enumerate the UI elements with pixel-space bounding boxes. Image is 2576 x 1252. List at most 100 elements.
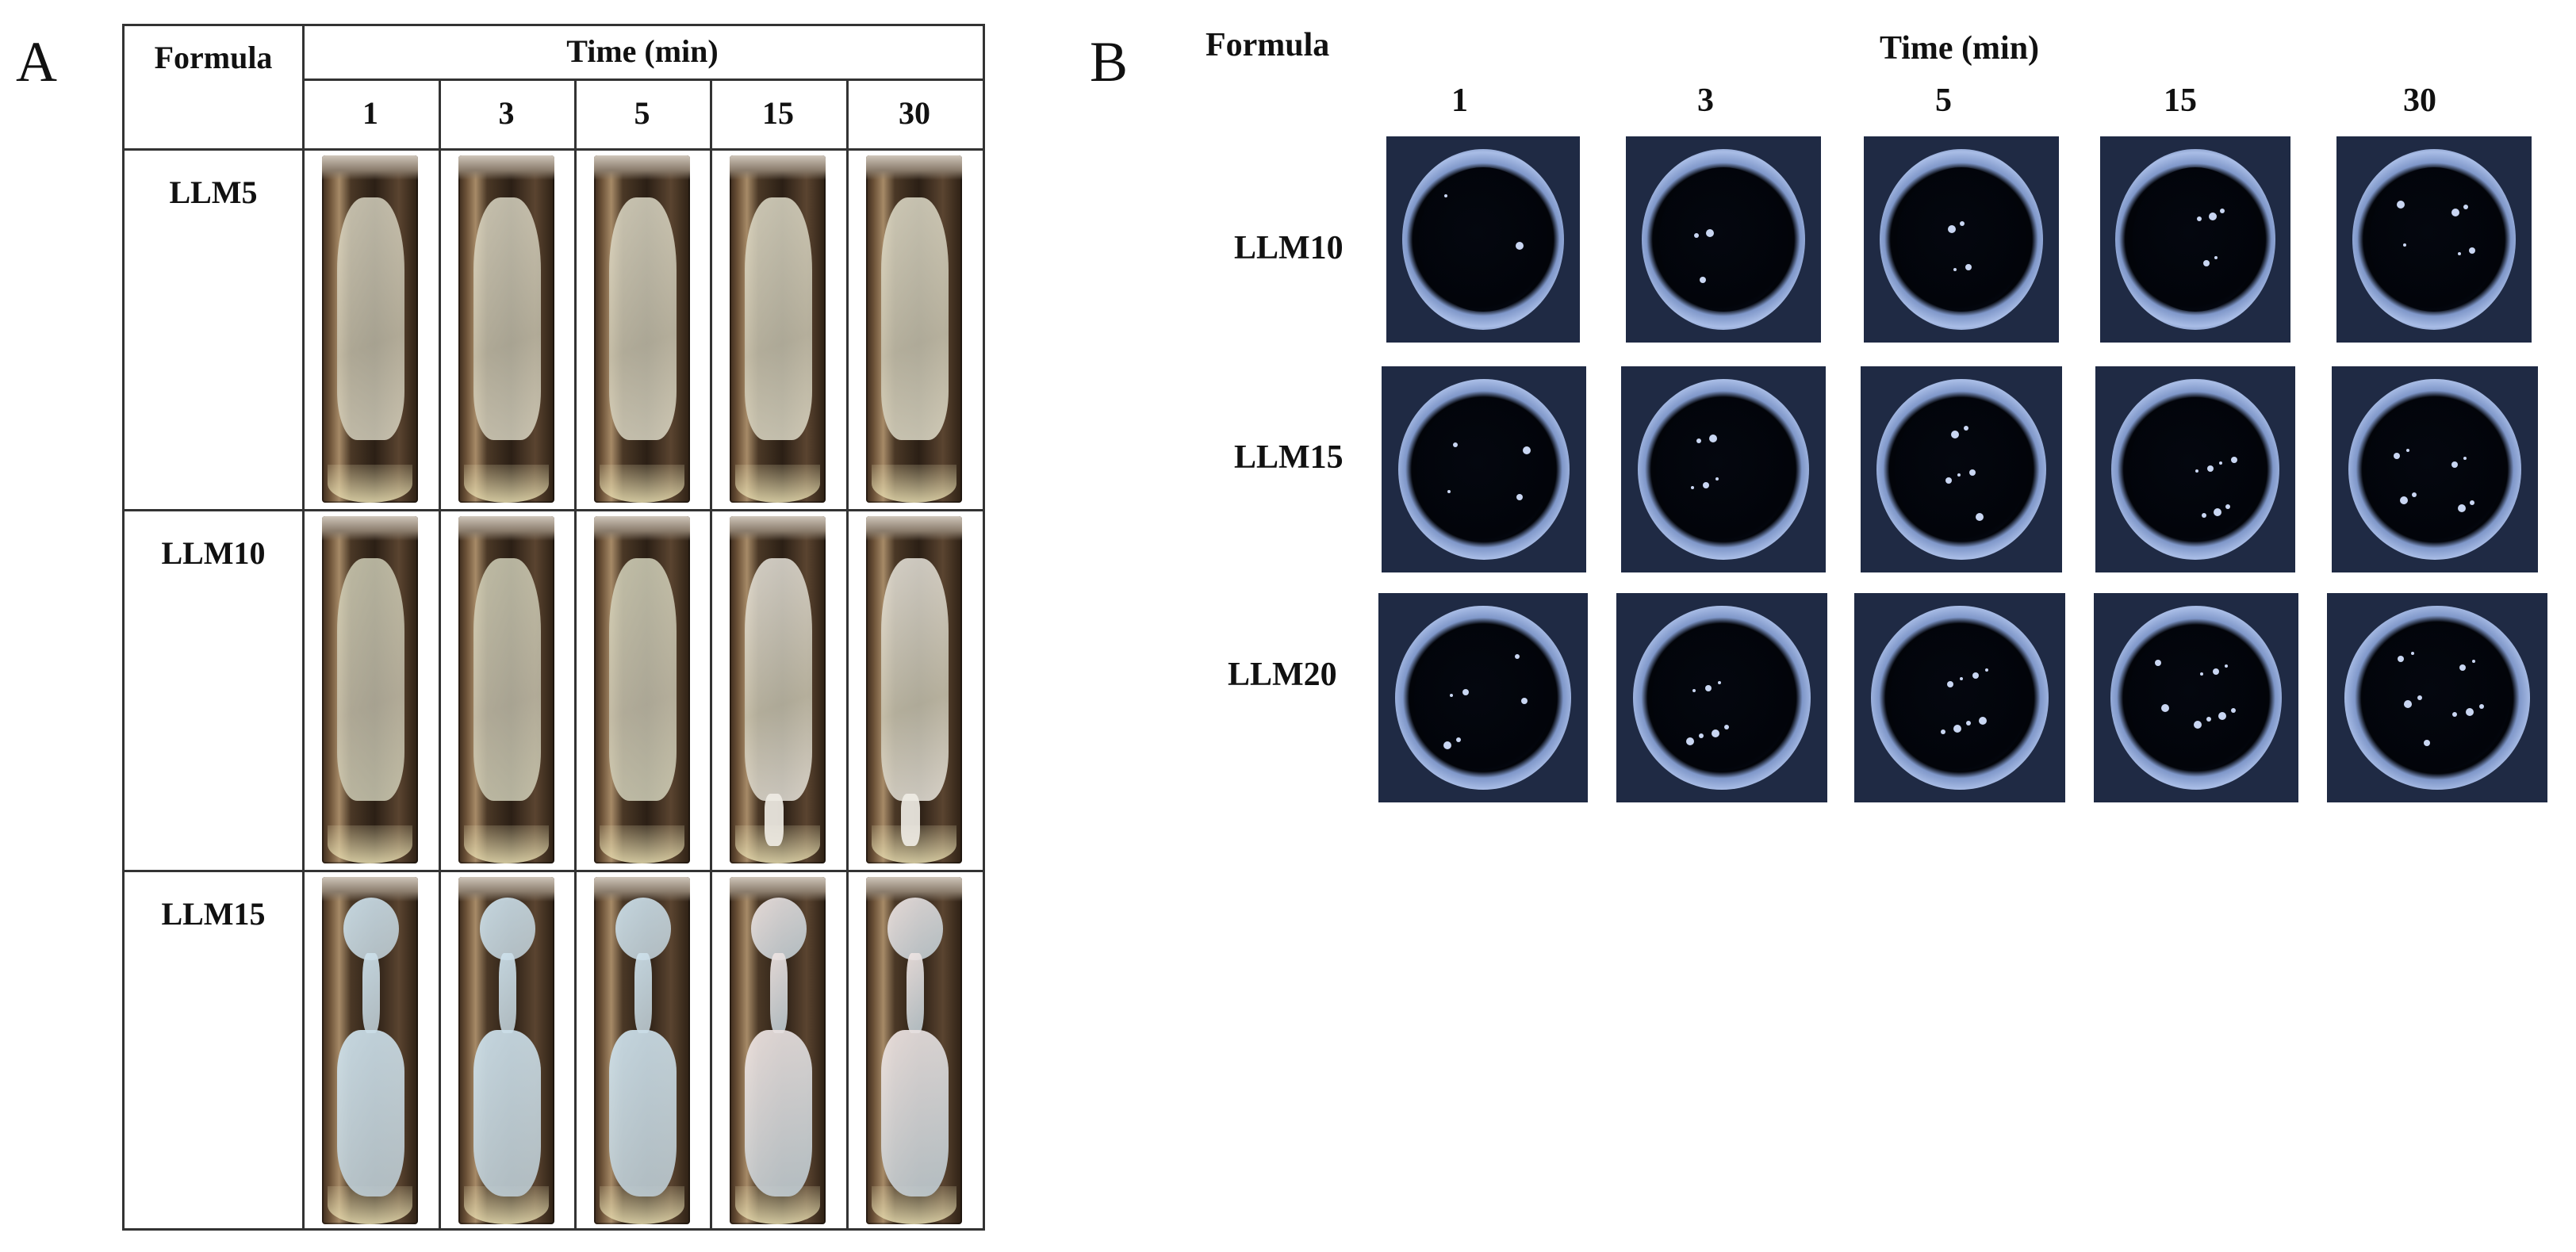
bubble-dot — [1447, 490, 1451, 493]
time-header: Time (min) — [566, 33, 719, 69]
film-upper — [750, 898, 807, 961]
bubble-dot — [2451, 461, 2458, 468]
grid-line — [125, 870, 983, 872]
film-lower — [881, 1029, 949, 1196]
bubble-dot — [1449, 693, 1453, 697]
bubble-dot — [1690, 485, 1694, 489]
bubble-dot — [2202, 260, 2210, 266]
tube-rim — [458, 877, 554, 902]
bubble-dot — [2212, 668, 2219, 676]
bubble-dot — [2459, 664, 2466, 671]
dish-center — [1652, 624, 1792, 771]
tube-photo — [458, 516, 554, 863]
bubble-dot — [1965, 721, 1971, 726]
tube-rim — [866, 877, 962, 902]
bubble-dot — [2472, 660, 2476, 664]
dish-center — [1890, 624, 2030, 771]
bubble-dot — [1700, 276, 1707, 283]
tube-rim — [594, 877, 690, 902]
bubble-dot — [1972, 672, 1979, 680]
bubble-dot — [2478, 703, 2484, 709]
grid-line — [439, 78, 441, 1228]
tube-photo — [730, 155, 826, 503]
tube-photo — [866, 155, 962, 503]
film-lower — [337, 1029, 405, 1196]
dish-photo — [2336, 136, 2532, 343]
bubble-dot — [1965, 264, 1972, 271]
tube-bottom — [464, 825, 549, 863]
dish-center — [1416, 397, 1552, 542]
bubble-dot — [2412, 492, 2417, 497]
dish-photo — [1854, 593, 2065, 802]
film — [745, 557, 813, 802]
dish-center — [1896, 167, 2026, 312]
panel-b-time-15: 15 — [2164, 82, 2197, 119]
bubble-dot — [1455, 737, 1461, 743]
bubble-dot — [2405, 449, 2409, 452]
time-col-5: 5 — [634, 95, 650, 131]
film — [881, 197, 949, 441]
panel-b-letter: B — [1090, 30, 1129, 94]
panel-b-time-30: 30 — [2403, 82, 2436, 119]
tube-photo — [866, 516, 962, 863]
tube-rim — [458, 516, 554, 541]
bubble-dot — [2218, 712, 2227, 721]
bubble-dot — [2197, 216, 2202, 222]
tube-photo — [458, 877, 554, 1224]
bubble-dot — [2213, 508, 2221, 517]
bubble-dot — [1959, 220, 1965, 226]
row-label-llm10: LLM10 — [161, 535, 266, 571]
bubble-dot — [1711, 729, 1719, 737]
bubble-dot — [2470, 500, 2475, 505]
grid-line — [302, 26, 305, 1228]
dish-photo — [1864, 136, 2059, 343]
grid-line — [710, 78, 712, 1228]
bubble-dot — [1941, 729, 1946, 734]
film-upper — [615, 898, 671, 961]
bubble-dot — [2451, 209, 2460, 216]
dish-center — [2132, 167, 2259, 312]
tube-photo — [730, 877, 826, 1224]
bubble-dot — [2206, 716, 2211, 722]
bubble-dot — [2155, 660, 2162, 667]
bubble-dot — [2194, 721, 2202, 729]
panel-a-letter: A — [16, 30, 57, 94]
bubble-dot — [2424, 739, 2431, 746]
dish-center — [1895, 397, 2028, 542]
time-col-15: 15 — [762, 95, 794, 131]
bubble-dot — [1984, 668, 1988, 672]
tube-photo — [322, 877, 418, 1224]
film — [337, 197, 405, 441]
bubble-dot — [1444, 193, 1448, 197]
bubble-dot — [2452, 712, 2458, 718]
dish-center — [1655, 397, 1792, 542]
tube-photo — [866, 877, 962, 1224]
bubble-dot — [1698, 733, 1704, 738]
bubble-dot — [1953, 268, 1957, 272]
dish-center — [1419, 167, 1547, 312]
bubble-dot — [2404, 699, 2413, 708]
bubble-dot — [2399, 496, 2408, 504]
tube-rim — [322, 877, 418, 902]
panel-a-table: Formula Time (min) 1 3 5 15 30 LLM5 LLM1… — [122, 24, 985, 1231]
bubble-dot — [1969, 469, 1976, 476]
panel-b-row-llm15: LLM15 — [1234, 439, 1344, 476]
film-upper — [887, 898, 943, 961]
film — [473, 557, 542, 802]
bubble-dot — [1462, 689, 1469, 696]
dish-photo — [1621, 366, 1826, 572]
bubble-dot — [2219, 461, 2223, 465]
dish-photo — [2332, 366, 2538, 572]
tube-photo — [322, 155, 418, 503]
bubble-dot — [1951, 430, 1960, 438]
dish-photo — [2094, 593, 2298, 802]
bubble-dot — [2207, 465, 2214, 472]
bubble-dot — [2394, 453, 2400, 460]
film-neck — [634, 953, 652, 1034]
bubble-dot — [2231, 457, 2238, 464]
dish-center — [1413, 624, 1553, 771]
bubble-dot — [1694, 233, 1700, 239]
tube-rim — [594, 155, 690, 180]
tube-photo — [322, 516, 418, 863]
bubble-dot — [1443, 741, 1451, 750]
